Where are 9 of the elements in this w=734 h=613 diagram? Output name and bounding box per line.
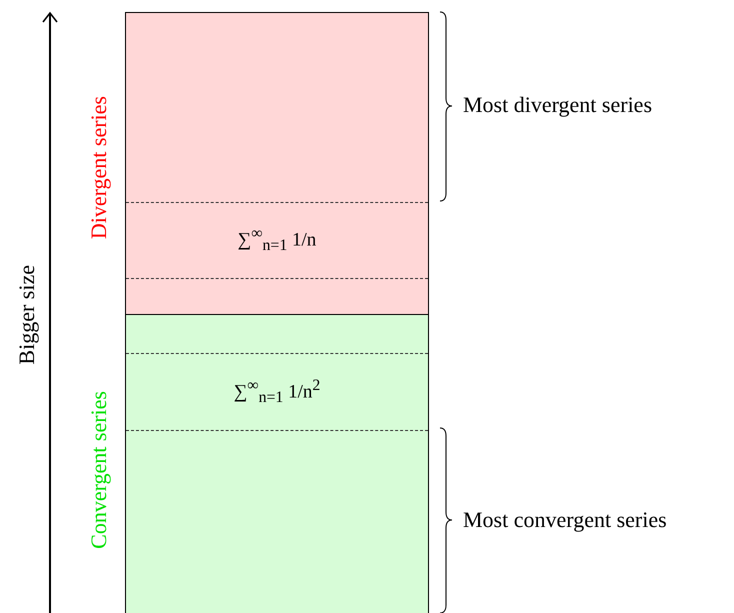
- region-heading: Divergent series: [88, 96, 110, 239]
- series-band: [126, 353, 428, 431]
- series-band: [126, 202, 428, 279]
- region-heading: Convergent series: [88, 391, 110, 549]
- series-formula: ∑$^{∞}$$_{n=1}$ 1/n$^{2}$: [234, 376, 320, 408]
- series-formula: ∑$^{∞}$$_{n=1}$ 1/n: [238, 225, 316, 256]
- axis-label: Bigger size: [16, 265, 38, 365]
- brace-label: Most divergent series: [463, 94, 652, 116]
- brace-label: Most convergent series: [463, 509, 667, 531]
